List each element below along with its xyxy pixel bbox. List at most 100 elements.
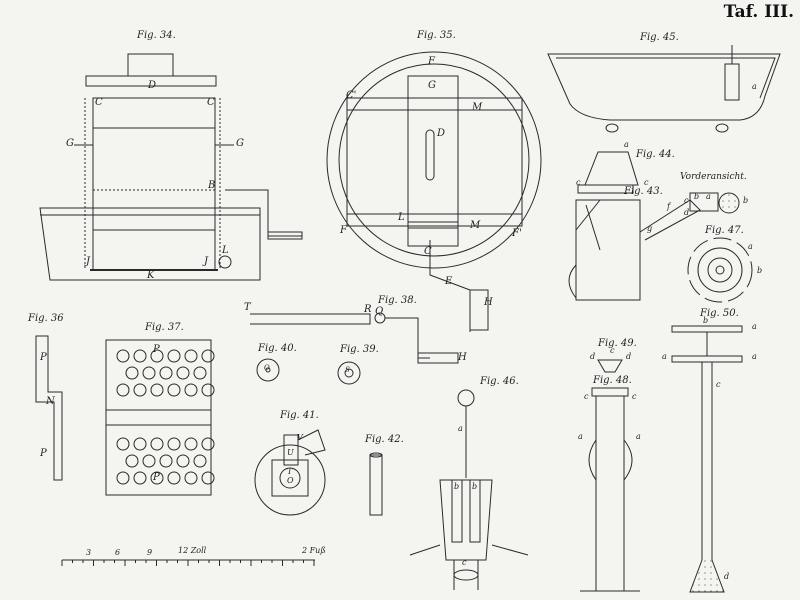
figure-44-label: Fig. 44. bbox=[636, 149, 675, 160]
fig37-letter: P bbox=[153, 472, 160, 483]
fig39-letter: S bbox=[345, 366, 350, 374]
fig34-letter: G bbox=[236, 138, 244, 149]
scale-tick-6: 6 bbox=[115, 548, 121, 557]
fig35-letter: M bbox=[472, 102, 483, 113]
figure-46-label: Fig. 46. bbox=[480, 376, 519, 387]
fig43-letter: c bbox=[684, 196, 689, 205]
perforation-hole bbox=[194, 455, 206, 467]
fig34-letter: D bbox=[148, 80, 157, 91]
fig44-letter: a bbox=[624, 140, 629, 149]
figure-38-drawing bbox=[250, 313, 458, 363]
fig48-letter: c bbox=[632, 392, 637, 401]
fig44-letter: c bbox=[576, 178, 581, 187]
perforation-hole bbox=[168, 350, 180, 362]
fig34-letter: C bbox=[207, 97, 215, 108]
figure-37-label: Fig. 37. bbox=[145, 322, 184, 333]
perforation-hole bbox=[160, 367, 172, 379]
perforation-hole bbox=[117, 350, 129, 362]
fig36-letter: P bbox=[40, 352, 47, 363]
fig34-letter: L bbox=[222, 245, 229, 256]
fig41-letter: T bbox=[287, 467, 293, 476]
fig47-letter: a bbox=[748, 242, 753, 251]
fig50-letter: b bbox=[703, 316, 709, 325]
perforation-hole bbox=[134, 472, 146, 484]
scale-tick-2-fuss: 2 Fuß bbox=[302, 546, 326, 555]
fig44-letter: c bbox=[644, 178, 649, 187]
fig46-letter: a bbox=[458, 424, 463, 433]
perforation-hole bbox=[185, 384, 197, 396]
perforation-hole bbox=[168, 384, 180, 396]
perforation-hole bbox=[143, 367, 155, 379]
fig34-letter: G bbox=[66, 138, 74, 149]
fig35-letter: F bbox=[428, 56, 435, 67]
fig43-letter: b bbox=[694, 192, 700, 201]
perforation-hole bbox=[151, 384, 163, 396]
perforation-hole bbox=[177, 455, 189, 467]
fig36-letter: P bbox=[40, 448, 47, 459]
fig45-letter: a bbox=[752, 82, 757, 91]
figure-45-drawing bbox=[548, 45, 780, 132]
fig46-letter: c bbox=[462, 558, 467, 567]
fig49-letter: c bbox=[610, 346, 615, 355]
fig43-letter: g bbox=[647, 224, 653, 233]
perforation-hole bbox=[134, 438, 146, 450]
fig50-letter: c bbox=[716, 380, 721, 389]
fig43-letter: a bbox=[706, 192, 711, 201]
fig43-letter: b bbox=[743, 196, 749, 205]
fig38-letter: T bbox=[244, 302, 251, 313]
fig48-letter: c bbox=[584, 392, 589, 401]
figure-36-label: Fig. 36 bbox=[28, 313, 64, 324]
fig35-letter: H bbox=[484, 297, 493, 308]
fig35-letter: D bbox=[437, 128, 446, 139]
perforation-hole bbox=[126, 367, 138, 379]
figure-42-drawing bbox=[370, 453, 382, 515]
fig34-letter: C bbox=[95, 97, 103, 108]
fig35-letter: C' bbox=[346, 90, 357, 101]
perforation-holes bbox=[117, 350, 214, 484]
figure-39-label: Fig. 39. bbox=[340, 344, 379, 355]
fig38-letter: Q bbox=[375, 306, 384, 317]
perforation-hole bbox=[126, 455, 138, 467]
fig40-letter: O bbox=[264, 364, 270, 372]
fig50-letter: a bbox=[752, 352, 757, 361]
figure-34-drawing bbox=[40, 54, 302, 280]
figure-47-drawing bbox=[688, 238, 752, 302]
figure-47-label: Fig. 47. bbox=[705, 225, 744, 236]
fig50-letter: a bbox=[752, 322, 757, 331]
figure-42-label: Fig. 42. bbox=[365, 434, 404, 445]
perforation-hole bbox=[151, 438, 163, 450]
fig50-letter: d bbox=[724, 572, 730, 581]
perforation-hole bbox=[185, 438, 197, 450]
fig41-letter: U bbox=[287, 448, 294, 457]
figure-35-label: Fig. 35. bbox=[417, 30, 456, 41]
perforation-hole bbox=[202, 384, 214, 396]
fig48-letter: a bbox=[578, 432, 583, 441]
fig38-letter: H bbox=[458, 352, 467, 363]
perforation-hole bbox=[168, 438, 180, 450]
fig35-letter: F bbox=[340, 225, 347, 236]
figure-40-label: Fig. 40. bbox=[258, 343, 297, 354]
fig41-letter: O bbox=[287, 476, 294, 485]
perforation-hole bbox=[134, 350, 146, 362]
perforation-hole bbox=[202, 438, 214, 450]
perforation-hole bbox=[185, 350, 197, 362]
figure-34-label: Fig. 34. bbox=[137, 30, 176, 41]
perforation-hole bbox=[151, 350, 163, 362]
figure-48-label: Fig. 48. bbox=[593, 375, 632, 386]
perforation-hole bbox=[168, 472, 180, 484]
figure-41-label: Fig. 41. bbox=[280, 410, 319, 421]
fig36-letter: N bbox=[46, 396, 55, 407]
figure-46-drawing bbox=[410, 390, 528, 590]
perforation-hole bbox=[202, 472, 214, 484]
fig35-letter: M bbox=[470, 220, 481, 231]
perforation-hole bbox=[194, 367, 206, 379]
figure-43-caption: Vorderansicht. bbox=[680, 172, 747, 182]
figure-37-drawing bbox=[106, 340, 214, 495]
figure-36-drawing bbox=[36, 336, 62, 480]
fig43-letter: d bbox=[684, 208, 690, 217]
fig34-letter: B bbox=[208, 180, 216, 191]
fig49-letter: d bbox=[626, 352, 632, 361]
plate-title: Taf. III. bbox=[723, 2, 794, 22]
